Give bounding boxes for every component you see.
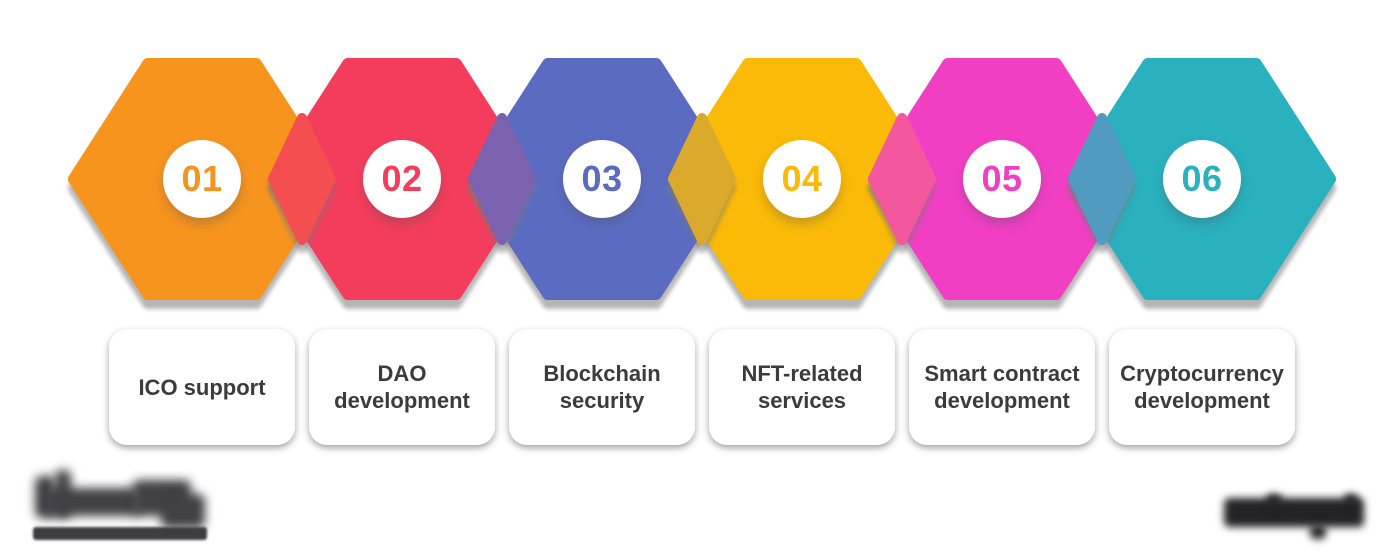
step-6: 06 Cryptocurrency development: [1068, 0, 1336, 560]
logo-blur-shape: [161, 494, 205, 528]
step-label-card: Smart contract development: [909, 329, 1095, 445]
step-label-card: NFT-related services: [709, 329, 895, 445]
bottom-right-logo-blurred: [1224, 494, 1370, 546]
step-number-circle: 03: [563, 140, 641, 218]
logo-blur-shape: [1344, 494, 1358, 506]
step-number-circle: 02: [363, 140, 441, 218]
step-label-card: ICO support: [109, 329, 295, 445]
junction-diamond-3: [668, 107, 736, 251]
logo-blur-shape: [1224, 498, 1364, 527]
step-number: 03: [581, 158, 623, 199]
step-label-card: DAO development: [309, 329, 495, 445]
step-label-card: Blockchain security: [509, 329, 695, 445]
step-2: 02 DAO development: [268, 0, 536, 560]
junction-diamond-4: [868, 107, 936, 251]
step-number-circle: 01: [163, 140, 241, 218]
logo-blur-shape: [1266, 494, 1282, 506]
step-label: Smart contract development: [924, 361, 1080, 413]
step-number: 01: [181, 158, 223, 199]
logo-underline-bar: [33, 527, 207, 540]
logo-blur-shape: [45, 488, 141, 516]
junction-diamond-1: [268, 107, 336, 251]
step-number-circle: 05: [963, 140, 1041, 218]
step-label: NFT-related services: [741, 361, 863, 413]
logo-blur-shape: [1310, 525, 1326, 539]
step-1: 01 ICO support: [68, 0, 336, 560]
step-5: 05 Smart contract development: [868, 0, 1136, 560]
step-number: 05: [981, 158, 1023, 199]
step-number: 06: [1181, 158, 1223, 199]
step-3: 03 Blockchain security: [468, 0, 736, 560]
step-label-card: Cryptocurrency development: [1109, 329, 1295, 445]
step-label: ICO support: [138, 374, 266, 400]
junction-diamond-5: [1068, 107, 1136, 251]
step-label: Blockchain security: [543, 361, 661, 413]
step-number-circle: 04: [763, 140, 841, 218]
step-number: 04: [781, 158, 823, 199]
step-label: Cryptocurrency development: [1120, 361, 1284, 413]
step-number-circle: 06: [1163, 140, 1241, 218]
junction-diamond-2: [468, 107, 536, 251]
step-label: DAO development: [334, 361, 470, 413]
step-4: 04 NFT-related services: [668, 0, 936, 560]
step-number: 02: [381, 158, 423, 199]
bottom-left-logo-blurred: [33, 470, 209, 542]
